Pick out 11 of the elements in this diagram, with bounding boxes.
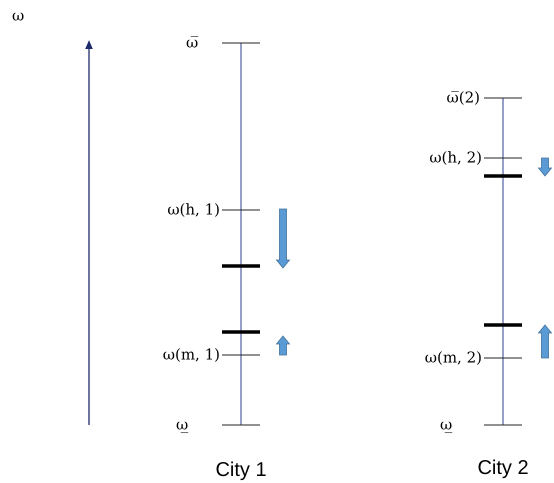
tick-label: ω̲ (440, 418, 452, 432)
tick-label: ω(h, 2) (429, 150, 482, 166)
tick-label: ω(h, 1) (167, 202, 220, 218)
tick-label: ω̅ (186, 36, 198, 50)
city-label: City 1 (215, 460, 267, 480)
city-label: City 2 (477, 458, 529, 478)
axis-label: ω (12, 8, 24, 24)
tick-label: ω(m, 2) (424, 350, 482, 366)
tick-label: ω̅(2) (446, 90, 480, 106)
tick-label: ω(m, 1) (162, 348, 220, 362)
tick-label: ω̲ (176, 418, 188, 432)
